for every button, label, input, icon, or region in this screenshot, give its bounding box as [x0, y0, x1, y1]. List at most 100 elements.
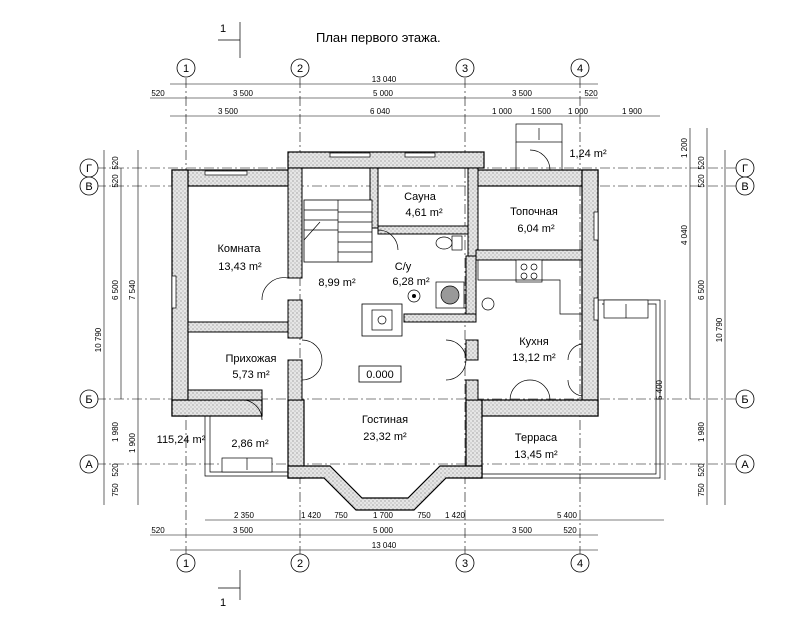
axis-label: Б — [741, 394, 748, 406]
dim-right-1200: 1 200 — [680, 137, 689, 158]
entry-porch-top — [515, 123, 563, 170]
section-mark-bottom: 1 — [218, 570, 241, 609]
dim-left-s3: 1 980 — [111, 421, 120, 442]
dim-top-4: 3 500 — [512, 89, 533, 98]
room-area: 23,32 m² — [363, 431, 407, 443]
axis-label: В — [85, 181, 92, 193]
sink-icon — [407, 289, 421, 303]
room-stair-hall: 8,99 m² — [318, 277, 356, 289]
dim-left-s4: 1 900 — [128, 432, 137, 453]
room-kukhnya: Кухня 13,12 m² — [512, 336, 556, 364]
plan-title: План первого этажа. — [316, 30, 441, 45]
dim-bottom-1: 2 350 — [234, 511, 255, 520]
axis-label: 4 — [577, 63, 583, 75]
dim-bottom-3: 750 — [334, 511, 348, 520]
interior-walls — [187, 167, 583, 401]
axis-bubble-4-bottom: 4 — [570, 553, 590, 573]
room-area: 1,24 m² — [569, 148, 607, 160]
dim-top-2: 3 500 — [233, 89, 254, 98]
dim-bottom-row2-3: 5 000 — [373, 526, 394, 535]
axis-label: Г — [742, 163, 748, 175]
room-sauna: Сауна 4,61 m² — [404, 191, 443, 219]
room-area: 8,99 m² — [318, 277, 356, 289]
dim-right-4040: 4 040 — [680, 224, 689, 245]
axis-label: 4 — [577, 558, 583, 570]
dim-bottom-row2-5: 520 — [563, 526, 577, 535]
dim-right-s4: 750 — [697, 483, 706, 497]
room-area: 13,43 m² — [218, 261, 262, 273]
axis-label: 2 — [297, 63, 303, 75]
axis-bubble-G-left: Г — [79, 158, 99, 178]
fireplace-icon — [361, 303, 403, 337]
axis-label: А — [85, 459, 93, 471]
room-prikhozhaya: Прихожая 5,73 m² — [226, 353, 277, 381]
axis-label: Г — [86, 163, 92, 175]
dim-bottom-6: 1 420 — [445, 511, 466, 520]
room-area: 6,28 m² — [392, 276, 430, 288]
room-su: С/у 6,28 m² — [392, 261, 430, 288]
room-name: Топочная — [510, 206, 558, 218]
room-gostinaya: Гостиная 23,32 m² — [362, 414, 408, 443]
axis-label: Б — [85, 394, 92, 406]
dim-bottom-row2-2: 3 500 — [233, 526, 254, 535]
room-area: 13,12 m² — [512, 352, 556, 364]
shower-icon — [435, 281, 465, 309]
room-area: 2,86 m² — [231, 438, 269, 450]
dim-bottom-4: 1 700 — [373, 511, 394, 520]
dimensions-bottom: 2 350 1 420 750 1 700 750 1 420 5 400 52… — [150, 511, 664, 551]
dim-top-1: 520 — [151, 89, 165, 98]
dim-top-row2-5: 1 000 — [568, 107, 589, 116]
axis-bubble-V-right: В — [735, 176, 755, 196]
room-terrasa: Терраса 13,45 m² — [514, 432, 558, 461]
dim-left-mid-1: 6 500 — [111, 279, 120, 300]
room-name: Гостиная — [362, 414, 408, 426]
toilet-icon — [435, 235, 463, 251]
room-komnata: Комната 13,43 m² — [217, 243, 262, 273]
dim-top-row2-2: 6 040 — [370, 107, 391, 116]
dim-left-s2: 520 — [111, 174, 120, 188]
section-mark-top: 1 — [218, 22, 241, 58]
doors — [239, 149, 583, 421]
axis-bubble-1-top: 1 — [176, 58, 196, 78]
axis-bubble-1-bottom: 1 — [176, 553, 196, 573]
dim-right-6500: 6 500 — [697, 279, 706, 300]
dim-overall-top: 13 040 — [372, 75, 397, 84]
dimensions-top: 13 040 520 3 500 5 000 3 500 520 3 500 6… — [150, 75, 660, 117]
room-area: 5,73 m² — [232, 369, 270, 381]
axis-bubble-A-right: А — [735, 454, 755, 474]
room-area: 4,61 m² — [405, 207, 443, 219]
dim-bottom-row2-1: 520 — [151, 526, 165, 535]
dimensions-right: 5 400 1 200 4 040 6 500 10 790 520 520 1… — [655, 128, 726, 505]
dim-bottom-2: 1 420 — [301, 511, 322, 520]
room-topochnaya: Топочная 6,04 m² — [510, 206, 558, 235]
dim-left-s5: 750 — [111, 483, 120, 497]
axis-bubble-G-right: Г — [735, 158, 755, 178]
axis-label: 3 — [462, 63, 468, 75]
room-name: Комната — [217, 243, 261, 255]
axis-bubble-V-left: В — [79, 176, 99, 196]
dim-top-3: 5 000 — [373, 89, 394, 98]
room-entry-top: 1,24 m² — [569, 148, 607, 160]
dim-left-s1: 520 — [111, 156, 120, 170]
axis-label: 1 — [183, 63, 189, 75]
windows — [171, 152, 599, 321]
room-porch: 2,86 m² — [231, 438, 269, 450]
dim-right-5400: 5 400 — [655, 379, 664, 400]
axis-label: 1 — [183, 558, 189, 570]
terrace-outline — [482, 299, 661, 479]
dim-overall-bottom: 13 040 — [372, 541, 397, 550]
dim-left-mid-2: 7 540 — [128, 279, 137, 300]
room-name: Прихожая — [226, 353, 277, 365]
dim-right-s1: 520 — [697, 156, 706, 170]
room-name: С/у — [395, 261, 412, 273]
dimensions-left: 10 790 6 500 7 540 520 520 1 980 1 900 7… — [94, 150, 139, 505]
staircase — [303, 199, 373, 263]
dim-top-row2-1: 3 500 — [218, 107, 239, 116]
axis-label: 3 — [462, 558, 468, 570]
dim-left-s6: 520 — [111, 463, 120, 477]
dim-top-5: 520 — [584, 89, 598, 98]
dim-top-row2-3: 1 000 — [492, 107, 513, 116]
boiler-icon — [481, 297, 495, 311]
dim-top-row2-4: 1 500 — [531, 107, 552, 116]
